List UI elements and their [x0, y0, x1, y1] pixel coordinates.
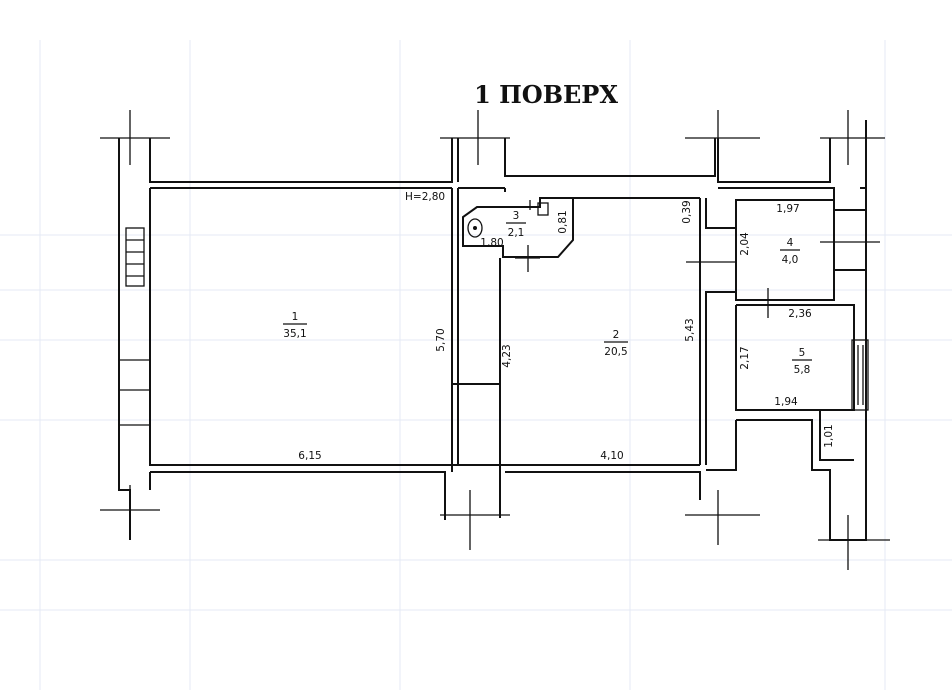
dim-room5-bottom: 1,94 [774, 396, 798, 408]
dim-room5-niche: 1,01 [823, 424, 835, 447]
dim-room2-partition: 4,23 [501, 344, 513, 367]
dim-room4-width: 2,04 [739, 232, 751, 256]
dim-room4-length: 1,97 [776, 203, 799, 215]
background-grid [0, 40, 952, 690]
room-number: 3 [513, 210, 520, 222]
room-number: 5 [799, 347, 806, 359]
floor-title: 1 ПОВЕРХ [474, 80, 618, 109]
dim-room2-width: 5,43 [684, 318, 696, 341]
dimension-labels: 6,15 5,70 4,10 5,43 4,23 1,80 0,81 0,39 … [298, 200, 835, 462]
room-5-label: 5 5,8 [792, 347, 812, 376]
axis-markers [100, 110, 890, 570]
ceiling-height-label: H=2,80 [405, 191, 445, 203]
room-number: 2 [613, 329, 620, 341]
room-area: 20,5 [604, 346, 627, 358]
walls [118, 120, 869, 541]
room-1-label: 1 35,1 [283, 311, 307, 340]
room-2-label: 2 20,5 [604, 329, 628, 358]
room-area: 35,1 [283, 328, 306, 340]
room-number: 4 [787, 237, 794, 249]
room-area: 4,0 [782, 254, 799, 266]
room-3-label: 3 2,1 [506, 210, 526, 239]
dim-room5-length: 2,36 [788, 308, 812, 320]
room-number: 1 [292, 311, 299, 323]
dim-room2-length: 4,10 [600, 450, 623, 462]
dim-room1-width: 5,70 [435, 328, 447, 351]
dim-room3-width: 0,81 [557, 210, 569, 233]
room-area: 2,1 [508, 227, 525, 239]
dim-room1-length: 6,15 [298, 450, 321, 462]
room-4-label: 4 4,0 [780, 237, 800, 266]
dim-corridor-step: 0,39 [681, 200, 693, 223]
dim-room5-width: 2,17 [739, 346, 751, 369]
dim-room3-length: 1,80 [480, 237, 503, 249]
room-area: 5,8 [794, 364, 811, 376]
